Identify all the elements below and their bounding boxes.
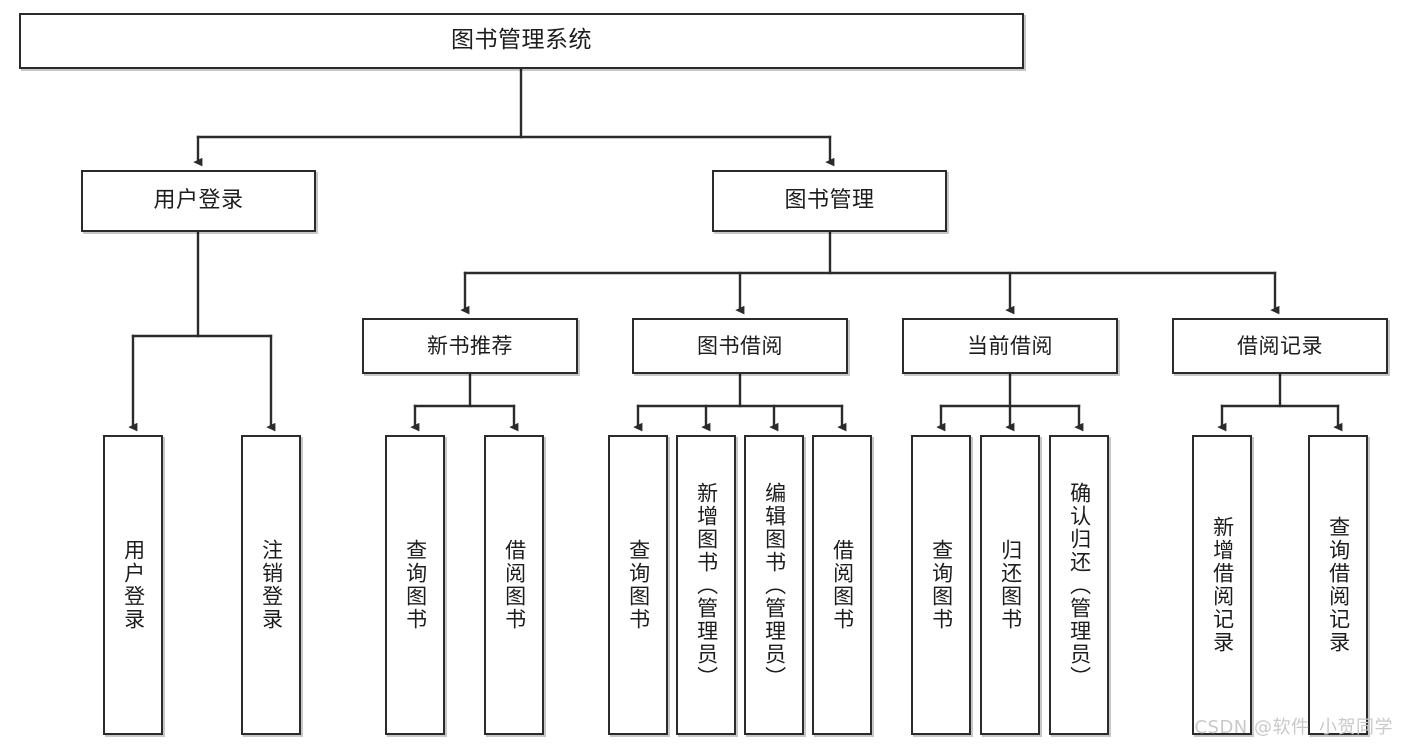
- node-group-book-borrow[interactable]: 图书借阅: [632, 318, 848, 374]
- node-user-login-label: 用户登录: [153, 188, 244, 214]
- node-leaf-label: 查询图书: [626, 539, 651, 631]
- node-leaf-label: 查询借阅记录: [1326, 516, 1351, 654]
- node-leaf-user-login-logout[interactable]: 注销登录: [241, 435, 301, 735]
- node-book-management-label: 图书管理: [784, 188, 875, 214]
- node-group-borrow-record[interactable]: 借阅记录: [1172, 318, 1388, 374]
- node-leaf-recommend-borrow-book[interactable]: 借阅图书: [484, 435, 544, 735]
- node-leaf-borrow-edit-book-admin[interactable]: 编辑图书（管理员）: [744, 435, 804, 735]
- node-leaf-current-query-book[interactable]: 查询图书: [911, 435, 971, 735]
- node-group-new-book-recommend-label: 新书推荐: [427, 333, 513, 358]
- node-leaf-current-return-book[interactable]: 归还图书: [980, 435, 1040, 735]
- node-leaf-label: 新增借阅记录: [1210, 516, 1235, 654]
- node-leaf-label: 新增图书（管理员）: [694, 481, 719, 689]
- node-user-login[interactable]: 用户登录: [81, 170, 316, 232]
- node-root-label: 图书管理系统: [451, 27, 592, 54]
- node-leaf-label: 注销登录: [259, 539, 284, 631]
- node-leaf-record-add-record[interactable]: 新增借阅记录: [1192, 435, 1252, 735]
- node-group-book-borrow-label: 图书借阅: [697, 333, 783, 358]
- node-leaf-label: 查询图书: [403, 539, 428, 631]
- node-leaf-borrow-add-book-admin[interactable]: 新增图书（管理员）: [676, 435, 736, 735]
- node-leaf-record-query-record[interactable]: 查询借阅记录: [1308, 435, 1368, 735]
- node-leaf-label: 查询图书: [929, 539, 954, 631]
- node-root-system[interactable]: 图书管理系统: [19, 13, 1024, 69]
- node-group-current-borrow-label: 当前借阅: [967, 333, 1053, 358]
- node-leaf-label: 归还图书: [998, 539, 1023, 631]
- node-leaf-user-login-login[interactable]: 用户登录: [103, 435, 163, 735]
- node-leaf-label: 借阅图书: [502, 539, 527, 631]
- node-leaf-borrow-query-book[interactable]: 查询图书: [608, 435, 668, 735]
- node-leaf-borrow-borrow-book[interactable]: 借阅图书: [812, 435, 872, 735]
- node-leaf-label: 用户登录: [121, 539, 146, 631]
- node-group-new-book-recommend[interactable]: 新书推荐: [362, 318, 578, 374]
- node-leaf-recommend-query-book[interactable]: 查询图书: [385, 435, 445, 735]
- csdn-watermark: CSDN @软件_小贺同学: [1194, 717, 1393, 738]
- node-leaf-current-confirm-return-admin[interactable]: 确认归还（管理员）: [1049, 435, 1109, 735]
- node-book-management[interactable]: 图书管理: [712, 170, 947, 232]
- node-leaf-label: 编辑图书（管理员）: [762, 481, 787, 689]
- node-group-borrow-record-label: 借阅记录: [1237, 333, 1323, 358]
- node-leaf-label: 确认归还（管理员）: [1067, 481, 1092, 689]
- node-leaf-label: 借阅图书: [830, 539, 855, 631]
- node-group-current-borrow[interactable]: 当前借阅: [902, 318, 1118, 374]
